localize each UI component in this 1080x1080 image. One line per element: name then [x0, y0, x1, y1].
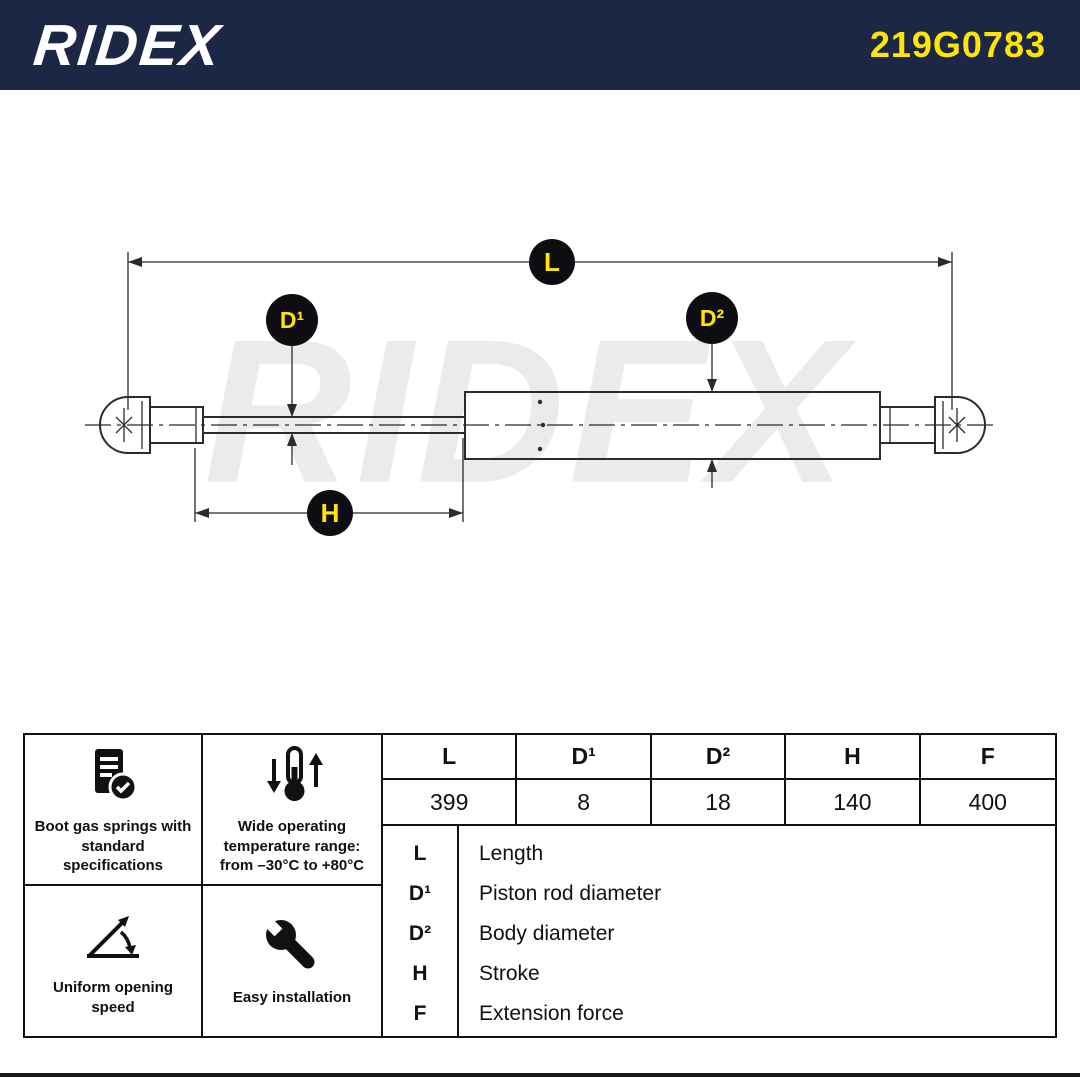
header: RIDEX 219G0783 — [0, 0, 1080, 90]
spec-header-row: L D¹ D² H F — [383, 735, 1055, 780]
feature-easy-installation: Easy installation — [203, 886, 381, 1037]
document-check-icon — [95, 749, 138, 802]
spec-table: L D¹ D² H F 399 8 18 140 400 L Length — [383, 733, 1057, 1038]
gas-spring-diagram: RIDEX — [85, 239, 995, 536]
legend-description: Extension force — [479, 1002, 624, 1025]
legend-description: Stroke — [479, 962, 540, 985]
legend-symbol: D² — [408, 922, 432, 945]
spec-header-cell: D¹ — [517, 735, 652, 778]
legend-symbol: D¹ — [408, 882, 432, 905]
dim-label-D2: D² — [700, 305, 725, 331]
feature-grid: Boot gas springs with standard specifica… — [23, 733, 383, 1038]
legend-row: F Extension force — [383, 994, 1055, 1034]
feature-caption: Easy installation — [232, 989, 352, 1006]
legend-symbol: H — [412, 962, 428, 985]
spec-value-cell: 399 — [383, 780, 518, 824]
dimension-body-diameter: D² — [686, 292, 738, 488]
feature-boot-gas-springs: Boot gas springs with standard specifica… — [25, 735, 203, 886]
legend-divider — [457, 826, 459, 1036]
legend-symbol: F — [413, 1002, 427, 1025]
brand-logo: RIDEX — [30, 12, 225, 78]
legend: L Length D¹ Piston rod diameter D² Body … — [383, 826, 1055, 1036]
spec-header-cell: F — [980, 743, 995, 769]
legend-row: D² Body diameter — [383, 914, 1055, 954]
feature-temperature-range: Wide operating temperature range: from –… — [203, 735, 381, 886]
spec-value-row: 399 8 18 140 400 — [383, 780, 1055, 826]
spec-value-cell: 400 — [968, 788, 1007, 815]
feature-caption: Wide operating temperature range: from –… — [219, 818, 365, 874]
legend-description: Length — [479, 842, 544, 865]
legend-description: Piston rod diameter — [479, 882, 662, 905]
legend-row: D¹ Piston rod diameter — [383, 874, 1055, 914]
opening-angle-icon — [87, 916, 139, 959]
feature-caption: Uniform opening speed — [53, 979, 173, 1016]
dim-label-H: H — [321, 498, 340, 528]
part-number: 219G0783 — [869, 24, 1046, 65]
dimension-stroke: H — [194, 438, 464, 536]
legend-row: L Length — [383, 834, 1055, 874]
info-grid: Boot gas springs with standard specifica… — [23, 733, 1057, 1038]
spec-value-cell: 8 — [517, 780, 652, 824]
spec-value-cell: 18 — [652, 780, 787, 824]
dimension-piston-rod-diameter: D¹ — [266, 294, 318, 465]
wrench-icon — [257, 914, 315, 969]
dimension-length: L — [127, 239, 953, 410]
spec-header-cell: L — [383, 735, 518, 778]
technical-drawing: RIDEX — [0, 90, 1080, 735]
dim-label-D1: D¹ — [280, 307, 304, 333]
legend-row: H Stroke — [383, 954, 1055, 994]
legend-symbol: L — [413, 842, 427, 865]
dim-label-L: L — [544, 247, 560, 277]
spec-value-cell: 140 — [786, 780, 921, 824]
legend-description: Body diameter — [479, 922, 615, 945]
spec-header-cell: H — [786, 735, 921, 778]
feature-uniform-opening: Uniform opening speed — [25, 885, 203, 1036]
page-bottom-border — [0, 1073, 1080, 1077]
feature-caption: Boot gas springs with standard specifica… — [34, 818, 192, 874]
thermometer-range-icon — [267, 746, 323, 801]
gas-spring-part — [99, 391, 986, 460]
spec-header-cell: D² — [652, 735, 787, 778]
